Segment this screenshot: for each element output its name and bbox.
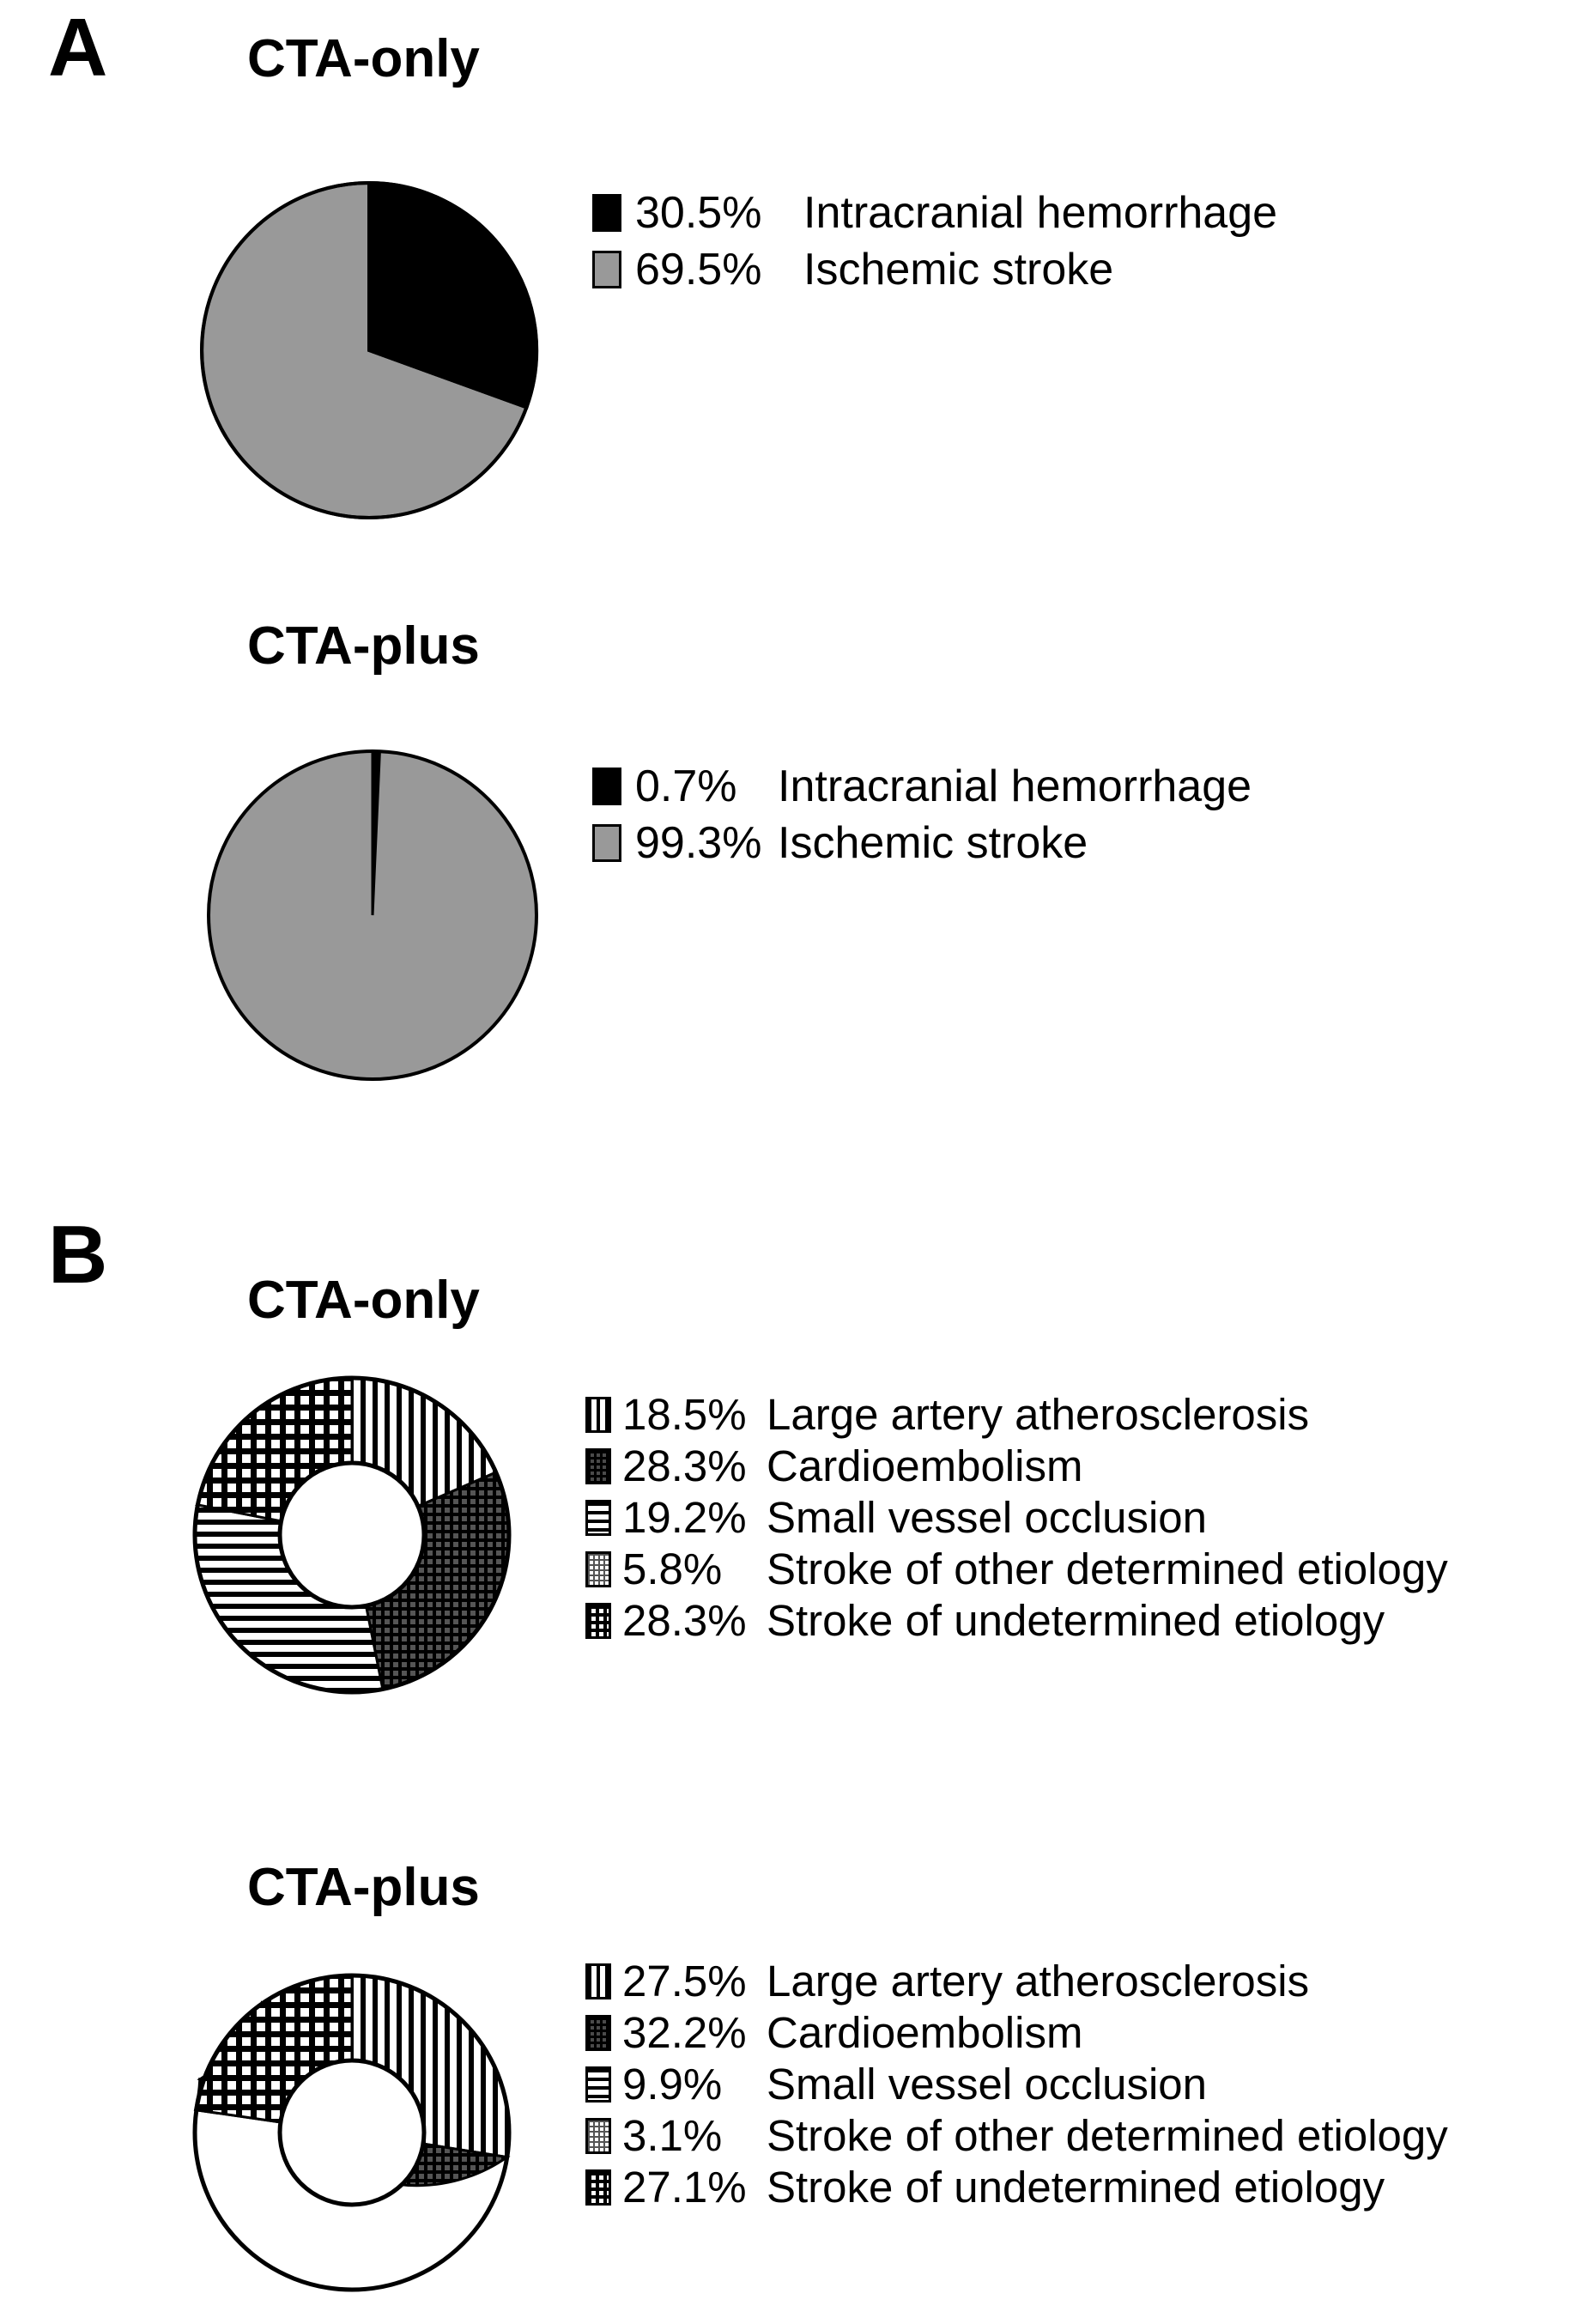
legend-percent: 5.8% — [622, 1544, 723, 1593]
legend-label: Large artery atherosclerosis — [767, 1390, 1310, 1439]
legend-b-cta-plus: 27.5% Large artery atherosclerosis 32.2%… — [585, 1959, 1448, 2217]
legend-swatch-grid-icon — [585, 1602, 611, 1639]
legend-percent: 99.3% — [635, 818, 762, 868]
legend-percent: 69.5% — [635, 245, 762, 294]
legend-item: 3.1% Stroke of other determined etiology — [585, 2114, 1448, 2157]
legend-label: Stroke of other determined etiology — [767, 2111, 1448, 2160]
legend-swatch-gray-icon — [592, 824, 621, 862]
legend-percent: 28.3% — [622, 1441, 747, 1490]
chart-title-a-cta-only: CTA-only — [247, 29, 480, 88]
legend-item: 28.3% Cardioembolism — [585, 1444, 1448, 1488]
pie-chart-a-cta-plus — [206, 749, 539, 1082]
legend-swatch-black-icon — [592, 768, 621, 805]
legend-percent: 19.2% — [622, 1493, 747, 1542]
legend-swatch-light-dots-icon — [585, 2117, 611, 2154]
legend-item: 28.3% Stroke of undetermined etiology — [585, 1599, 1448, 1642]
legend-label: Small vessel occlusion — [767, 2060, 1208, 2109]
legend-item: 18.5% Large artery atherosclerosis — [585, 1393, 1448, 1436]
donut-chart-b-cta-plus — [192, 1973, 512, 2292]
legend-swatch-light-dots-icon — [585, 1550, 611, 1587]
legend-b-cta-only: 18.5% Large artery atherosclerosis 28.3%… — [585, 1393, 1448, 1650]
legend-item: 19.2% Small vessel occlusion — [585, 1496, 1448, 1539]
legend-percent: 3.1% — [622, 2111, 723, 2160]
legend-item: 27.1% Stroke of undetermined etiology — [585, 2165, 1448, 2209]
legend-percent: 32.2% — [622, 2008, 747, 2057]
donut-outer-outline — [192, 1375, 512, 1695]
legend-swatch-dark-crosshatch-icon — [585, 1447, 611, 1484]
legend-percent: 30.5% — [635, 188, 762, 238]
legend-swatch-dark-crosshatch-icon — [585, 2014, 611, 2051]
legend-percent: 18.5% — [622, 1390, 747, 1439]
legend-label: Large artery atherosclerosis — [767, 1957, 1310, 2005]
legend-item: 99.3% Ischemic stroke — [592, 821, 1252, 865]
legend-swatch-vertical-stripes-icon — [585, 1396, 611, 1433]
legend-swatch-horizontal-stripes-icon — [585, 1499, 611, 1536]
legend-label: Stroke of undetermined etiology — [767, 2163, 1385, 2212]
legend-item: 32.2% Cardioembolism — [585, 2011, 1448, 2054]
legend-label: Cardioembolism — [767, 2008, 1083, 2057]
legend-label: Intracranial hemorrhage — [778, 762, 1252, 811]
legend-item: 5.8% Stroke of other determined etiology — [585, 1547, 1448, 1591]
legend-label: Small vessel occlusion — [767, 1493, 1208, 1542]
legend-swatch-horizontal-stripes-icon — [585, 2066, 611, 2103]
legend-swatch-black-icon — [592, 194, 621, 232]
legend-item: 69.5% Ischemic stroke — [592, 247, 1277, 292]
legend-percent: 28.3% — [622, 1596, 747, 1645]
pie-outline — [200, 181, 538, 519]
donut-hole — [277, 2058, 427, 2207]
legend-a-cta-only: 30.5% Intracranial hemorrhage 69.5% Isch… — [592, 191, 1277, 304]
chart-title-b-cta-only: CTA-only — [247, 1271, 480, 1330]
pie-chart-a-cta-only — [199, 180, 539, 520]
legend-swatch-vertical-stripes-icon — [585, 1963, 611, 1999]
legend-a-cta-plus: 0.7% Intracranial hemorrhage 99.3% Ische… — [592, 764, 1252, 877]
legend-label: Ischemic stroke — [778, 818, 1088, 868]
legend-item: 0.7% Intracranial hemorrhage — [592, 764, 1252, 809]
donut-hole — [277, 1460, 427, 1610]
legend-label: Intracranial hemorrhage — [803, 188, 1278, 238]
legend-percent: 0.7% — [635, 762, 737, 811]
panel-letter-b: B — [48, 1209, 107, 1301]
legend-item: 9.9% Small vessel occlusion — [585, 2062, 1448, 2106]
donut-outer-outline — [192, 1973, 512, 2292]
legend-percent: 9.9% — [622, 2060, 723, 2109]
legend-swatch-gray-icon — [592, 251, 621, 288]
legend-label: Cardioembolism — [767, 1441, 1083, 1490]
legend-percent: 27.5% — [622, 1957, 747, 2005]
panel-letter-a: A — [48, 2, 107, 94]
chart-title-a-cta-plus: CTA-plus — [247, 616, 480, 676]
legend-item: 27.5% Large artery atherosclerosis — [585, 1959, 1448, 2003]
legend-label: Stroke of undetermined etiology — [767, 1596, 1385, 1645]
legend-item: 30.5% Intracranial hemorrhage — [592, 191, 1277, 235]
legend-swatch-grid-icon — [585, 2169, 611, 2206]
legend-label: Stroke of other determined etiology — [767, 1544, 1448, 1593]
donut-chart-b-cta-only — [192, 1375, 512, 1695]
chart-title-b-cta-plus: CTA-plus — [247, 1858, 480, 1917]
legend-label: Ischemic stroke — [803, 245, 1114, 294]
legend-percent: 27.1% — [622, 2163, 747, 2212]
